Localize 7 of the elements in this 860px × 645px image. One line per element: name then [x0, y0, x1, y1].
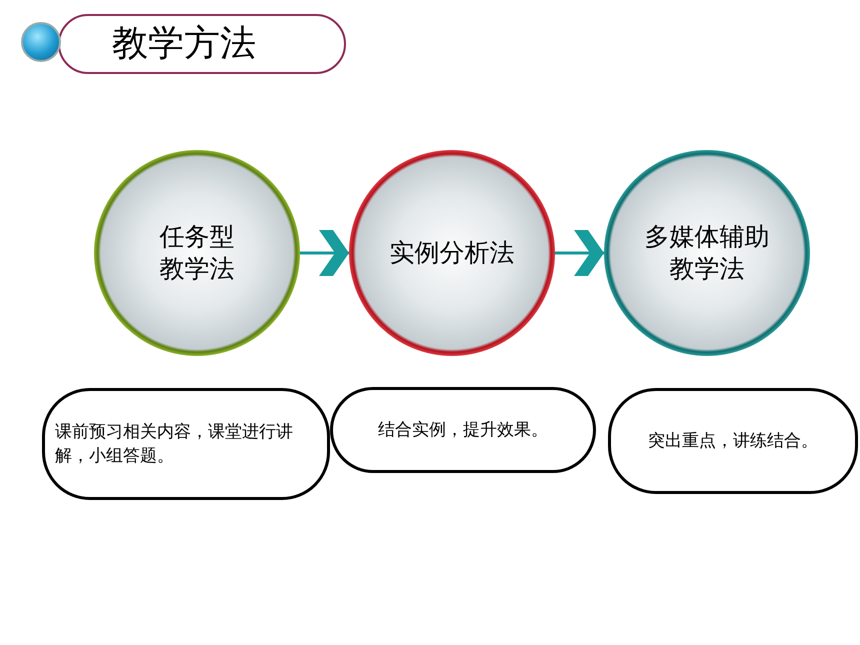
description-bubble: 结合实例，提升效果。 [330, 387, 596, 473]
title-banner: 教学方法 [58, 14, 346, 74]
method-circle: 多媒体辅助教学法 [604, 150, 810, 356]
description-bubble: 突出重点，讲练结合。 [608, 388, 858, 494]
description-bubble: 课前预习相关内容，课堂进行讲解，小组答题。 [42, 388, 330, 500]
method-circle: 实例分析法 [349, 150, 555, 356]
method-circle: 任务型教学法 [94, 150, 300, 356]
